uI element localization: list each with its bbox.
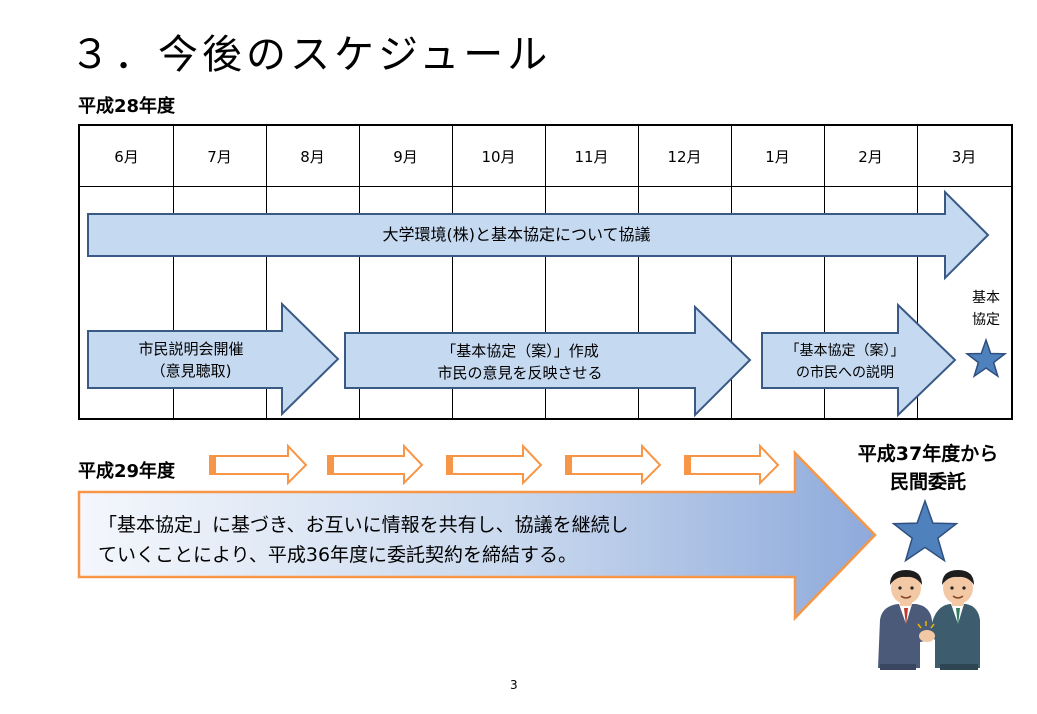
month-header-november: 11月 — [574, 147, 609, 166]
handshake-illustration-icon — [878, 570, 980, 670]
month-header-october: 10月 — [481, 147, 516, 166]
table-column-divider — [638, 126, 639, 418]
continuing-consultation-line2: ていくことにより、平成36年度に委託契約を締結する。 — [98, 544, 578, 566]
milestone-label-line1: 基本 — [972, 290, 1000, 306]
continuing-consultation-arrow — [77, 449, 877, 622]
table-column-divider — [917, 126, 918, 418]
briefing-arrow-label-line1: 市民説明会開催 — [138, 340, 244, 358]
continuing-consultation-line1: 「基本協定」に基づき、お互いに情報を共有し、協議を継続し — [98, 514, 629, 536]
progress-arrow-icon — [565, 443, 662, 486]
milestone-label-line2: 協定 — [972, 312, 1000, 328]
outsourcing-star-icon — [891, 498, 959, 563]
milestone-star-icon — [964, 337, 1008, 379]
progress-arrow-icon — [684, 443, 780, 486]
schedule-table: 6月 7月 8月 9月 10月 11月 12月 1月 2月 3月 — [78, 124, 1013, 420]
progress-arrow-icon — [446, 443, 543, 486]
consultation-arrow-label: 大学環境(株)と基本協定について協議 — [382, 225, 651, 244]
month-header-march: 3月 — [951, 147, 977, 166]
table-column-divider — [452, 126, 453, 418]
month-header-february: 2月 — [858, 147, 883, 166]
progress-arrow-icon — [327, 443, 424, 486]
page-number: 3 — [510, 678, 518, 692]
table-column-divider — [266, 126, 267, 418]
draft-arrow-label-line2: 市民の意見を反映させる — [437, 364, 603, 382]
briefing-arrow-label-line2: （意見聴取) — [150, 362, 232, 380]
month-header-july: 7月 — [207, 147, 232, 166]
consultation-arrow — [87, 189, 990, 281]
outsourcing-label-line1: 平成37年度から — [857, 443, 999, 465]
explanation-arrow-label-line2: の市民への説明 — [796, 365, 894, 381]
table-column-divider — [545, 126, 546, 418]
fiscal-year-label-h29: 平成29年度 — [78, 461, 176, 482]
explanation-arrow — [761, 302, 957, 418]
outsourcing-label: 平成37年度から 民間委託 — [838, 440, 1018, 496]
draft-arrow-label-line1: 「基本協定（案）」作成 — [441, 342, 599, 360]
fiscal-year-label-h28: 平成28年度 — [78, 96, 176, 117]
month-header-august: 8月 — [300, 147, 325, 166]
briefing-arrow — [87, 301, 340, 417]
draft-arrow — [344, 304, 752, 418]
table-column-divider — [173, 126, 174, 418]
table-column-divider — [824, 126, 825, 418]
month-header-september: 9月 — [393, 147, 418, 166]
month-header-december: 12月 — [667, 147, 702, 166]
table-column-divider — [359, 126, 360, 418]
month-header-january: 1月 — [765, 147, 790, 166]
outsourcing-label-line2: 民間委託 — [889, 471, 966, 493]
explanation-arrow-label-line1: 「基本協定（案）」 — [785, 343, 905, 359]
continuing-consultation-text: 「基本協定」に基づき、お互いに情報を共有し、協議を継続し ていくことにより、平成… — [98, 510, 629, 570]
month-header-june: 6月 — [114, 147, 139, 166]
table-column-divider — [731, 126, 732, 418]
page-title: ３．今後のスケジュール — [70, 32, 552, 78]
progress-arrow-icon — [209, 443, 308, 486]
